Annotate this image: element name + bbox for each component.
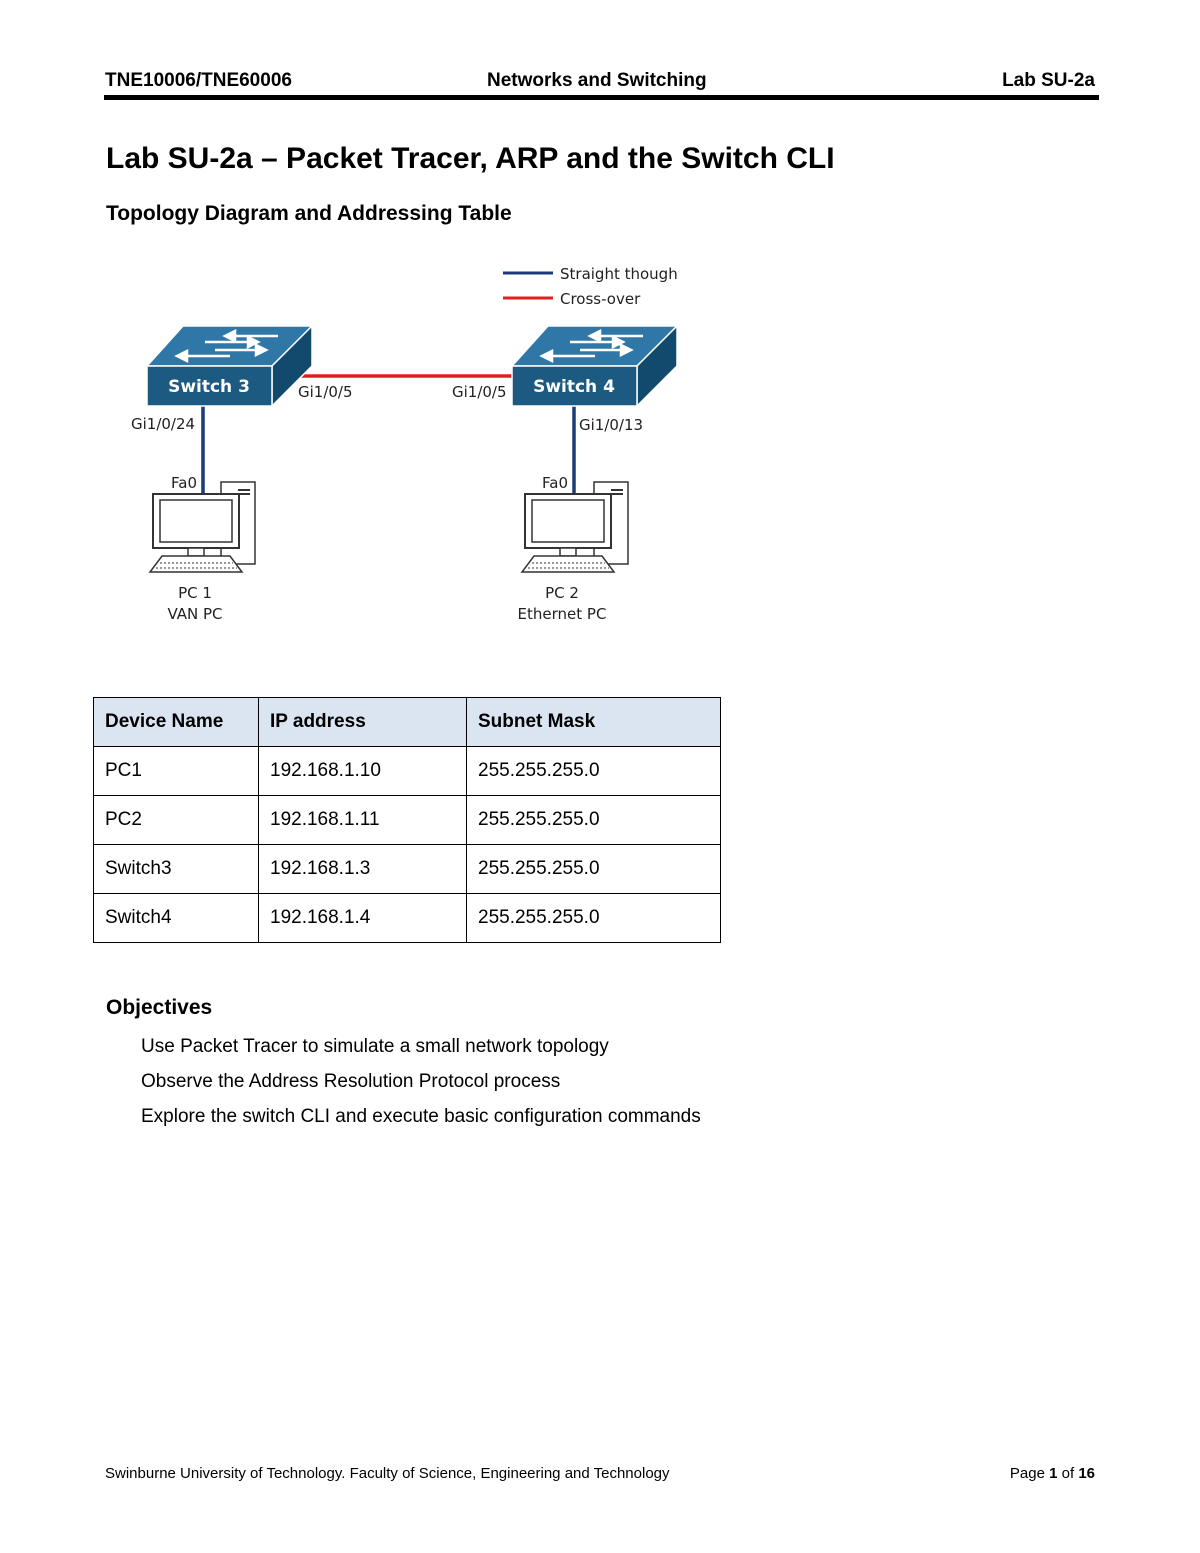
header-course: TNE10006/TNE60006 bbox=[105, 70, 292, 91]
page-title: Lab SU-2a – Packet Tracer, ARP and the S… bbox=[106, 142, 835, 175]
page-header: TNE10006/TNE60006 Networks and Switching… bbox=[105, 70, 1097, 94]
cell-subnet-mask: 255.255.255.0 bbox=[466, 746, 721, 796]
cell-device-name: Switch4 bbox=[93, 893, 259, 943]
port-label-sw4-gi1-0-13: Gi1/0/13 bbox=[579, 416, 643, 434]
objectives-list: Use Packet Tracer to simulate a small ne… bbox=[141, 1033, 701, 1138]
column-header-device-name: Device Name bbox=[93, 697, 259, 747]
cell-subnet-mask: 255.255.255.0 bbox=[466, 795, 721, 845]
list-item: Observe the Address Resolution Protocol … bbox=[141, 1071, 561, 1092]
pc-1-description: VAN PC bbox=[167, 605, 222, 623]
footer-current-page: 1 bbox=[1049, 1465, 1058, 1482]
pc-2-icon bbox=[520, 481, 629, 573]
port-label-sw3-gi1-0-24: Gi1/0/24 bbox=[131, 415, 195, 433]
cell-subnet-mask: 255.255.255.0 bbox=[466, 893, 721, 943]
legend-crossover-label: Cross-over bbox=[560, 290, 641, 308]
legend-straight-label: Straight though bbox=[560, 265, 678, 283]
pc-1-icon bbox=[148, 481, 256, 573]
table-row: Switch3 192.168.1.3 255.255.255.0 bbox=[93, 844, 721, 894]
section-title-objectives: Objectives bbox=[106, 996, 213, 1019]
cell-device-name: Switch3 bbox=[93, 844, 259, 894]
port-label-sw4-gi1-0-5: Gi1/0/5 bbox=[452, 383, 507, 401]
pc-1-name: PC 1 bbox=[178, 584, 212, 602]
table-row: PC2 192.168.1.11 255.255.255.0 bbox=[93, 795, 721, 845]
table-header-row: Device Name IP address Subnet Mask bbox=[93, 697, 721, 747]
cell-ip-address: 192.168.1.4 bbox=[258, 893, 467, 943]
header-rule bbox=[104, 95, 1099, 100]
switch-3-icon: Switch 3 bbox=[145, 324, 314, 408]
footer-page-number: Page 1 of 16 bbox=[1010, 1465, 1095, 1482]
switch-4-icon: Switch 4 bbox=[510, 324, 679, 408]
list-item: Use Packet Tracer to simulate a small ne… bbox=[141, 1036, 609, 1057]
switch-3-label: Switch 3 bbox=[168, 377, 250, 397]
switch-4-label: Switch 4 bbox=[533, 377, 615, 397]
header-subject: Networks and Switching bbox=[487, 70, 707, 91]
port-label-pc2-fa0: Fa0 bbox=[542, 474, 568, 492]
cell-device-name: PC2 bbox=[93, 795, 259, 845]
pc-2-name: PC 2 bbox=[545, 584, 579, 602]
list-item: Explore the switch CLI and execute basic… bbox=[141, 1106, 701, 1127]
cell-subnet-mask: 255.255.255.0 bbox=[466, 844, 721, 894]
footer-page-prefix: Page bbox=[1009, 1465, 1050, 1482]
header-lab: Lab SU-2a bbox=[1002, 70, 1095, 91]
column-header-ip-address: IP address bbox=[258, 697, 467, 747]
addressing-table: Device Name IP address Subnet Mask PC1 1… bbox=[93, 697, 721, 943]
port-label-sw3-gi1-0-5: Gi1/0/5 bbox=[298, 383, 353, 401]
column-header-subnet-mask: Subnet Mask bbox=[466, 697, 721, 747]
topology-diagram: Straight though Cross-over Switch 3 Swit… bbox=[131, 265, 679, 623]
table-row: PC1 192.168.1.10 255.255.255.0 bbox=[93, 746, 721, 796]
cell-ip-address: 192.168.1.10 bbox=[258, 746, 467, 796]
cell-ip-address: 192.168.1.11 bbox=[258, 795, 467, 845]
cell-device-name: PC1 bbox=[93, 746, 259, 796]
table-row: Switch4 192.168.1.4 255.255.255.0 bbox=[93, 893, 721, 943]
port-label-pc1-fa0: Fa0 bbox=[171, 474, 197, 492]
section-title-topology: Topology Diagram and Addressing Table bbox=[106, 202, 512, 225]
footer-institution: Swinburne University of Technology. Facu… bbox=[105, 1465, 670, 1482]
footer-page-mid: of bbox=[1057, 1465, 1079, 1482]
cell-ip-address: 192.168.1.3 bbox=[258, 844, 467, 894]
footer-total-pages: 16 bbox=[1078, 1465, 1095, 1482]
pc-2-description: Ethernet PC bbox=[518, 605, 607, 623]
